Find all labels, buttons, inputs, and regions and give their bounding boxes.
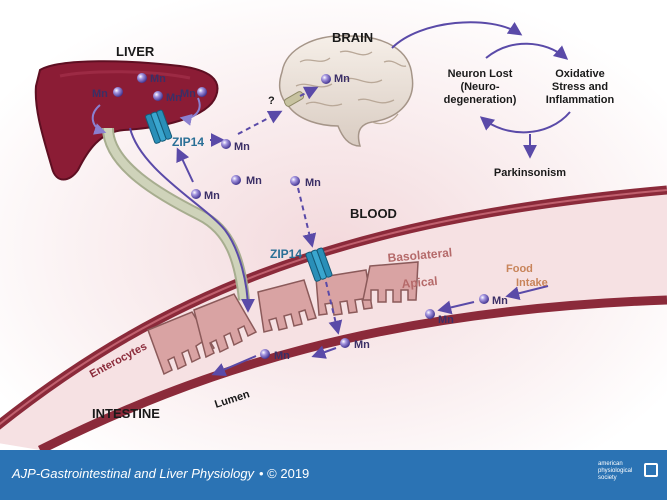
mn-label: Mn [246, 175, 262, 187]
logo-text-1: american [598, 461, 623, 467]
mn-label: Mn [334, 73, 350, 85]
parkinsonism-label: Parkinsonism [494, 167, 566, 179]
arrow-blood-to-intestine [297, 187, 317, 248]
mn-ball [321, 74, 331, 84]
brain-label: BRAIN [332, 30, 373, 45]
footer-bar: AJP-Gastrointestinal and Liver Physiolog… [0, 450, 667, 500]
oxidative-line-2: Stress and [552, 81, 608, 93]
arrow-food-2 [505, 285, 549, 301]
mn-ball [425, 309, 435, 319]
neuron-lost-line-1: Neuron Lost [448, 68, 513, 80]
mn-ball [260, 349, 270, 359]
journal-title: AJP-Gastrointestinal and Liver Physiolog… [12, 466, 255, 481]
logo-text-3: society [598, 475, 617, 481]
enterocytes [147, 261, 419, 376]
mn-arrows [176, 86, 549, 377]
mn-label: Mn [274, 350, 290, 362]
blood-label: BLOOD [350, 206, 397, 221]
arrow-food-1 [437, 300, 475, 315]
zip14-liver-channel [145, 109, 173, 144]
mn-ball [137, 73, 147, 83]
zip14-liver-label: ZIP14 [172, 135, 204, 149]
brain [278, 35, 414, 147]
arrow-to-brain-channel [237, 110, 283, 135]
apical-label: Apical [401, 274, 438, 291]
intestine-label: INTESTINE [92, 406, 160, 421]
arrow-lumen-flow-1 [311, 345, 337, 359]
aps-logo: american physiological society [598, 461, 660, 491]
neuron-lost-line-3: degeneration) [444, 94, 517, 106]
mn-ball [479, 294, 489, 304]
mn-ball [231, 175, 241, 185]
liver-label: LIVER [116, 44, 155, 59]
liver-vessel [102, 127, 255, 313]
aps-logo-mark [644, 463, 658, 477]
mn-label: Mn [150, 73, 166, 85]
mn-ball [290, 176, 300, 186]
mn-particles [113, 73, 489, 359]
mn-label: Mn [305, 177, 321, 189]
mn-label: Mn [354, 339, 370, 351]
brain-cycle-arrows [391, 21, 571, 159]
mn-ball [113, 87, 123, 97]
mn-ball [340, 338, 350, 348]
mn-label: Mn [180, 88, 196, 100]
arrow-blood-to-liver [176, 147, 194, 183]
basolateral-label: Basolateral [387, 245, 453, 265]
mn-ball [153, 91, 163, 101]
oxidative-line-3: Inflammation [546, 94, 615, 106]
mn-labels: Mn Mn Mn Mn Mn Mn Mn Mn Mn Mn Mn Mn Mn [92, 73, 508, 362]
zip14-intestine-label: ZIP14 [270, 247, 302, 261]
intake-label: Intake [516, 277, 548, 289]
mn-label: Mn [204, 190, 220, 202]
oxidative-line-1: Oxidative [555, 68, 605, 80]
mn-label: Mn [92, 88, 108, 100]
liver [34, 60, 219, 181]
food-label: Food [506, 263, 533, 275]
neuron-lost-line-2: (Neuro- [460, 81, 499, 93]
liver-arrow-2 [179, 97, 201, 126]
arrow-lumen-flow-2 [211, 355, 257, 377]
copyright-year: • © 2019 [259, 466, 310, 481]
liver-arrow-1 [91, 104, 107, 135]
mn-label: Mn [234, 141, 250, 153]
mn-ball [221, 139, 231, 149]
zip14-intestine-channel [305, 247, 333, 282]
mn-ball [197, 87, 207, 97]
arrow-channel-to-brain [299, 86, 319, 100]
brain-cycle-text: Neuron Lost (Neuro- degeneration) Oxidat… [444, 68, 615, 179]
mn-label: Mn [492, 295, 508, 307]
diagram-svg: Mn Mn Mn Mn Mn Mn Mn Mn Mn Mn Mn Mn Mn L… [0, 0, 667, 450]
logo-text-2: physiological [598, 468, 633, 474]
mn-ball [191, 189, 201, 199]
question-mark: ? [268, 95, 275, 107]
mn-label: Mn [166, 92, 182, 104]
mn-label: Mn [438, 314, 454, 326]
